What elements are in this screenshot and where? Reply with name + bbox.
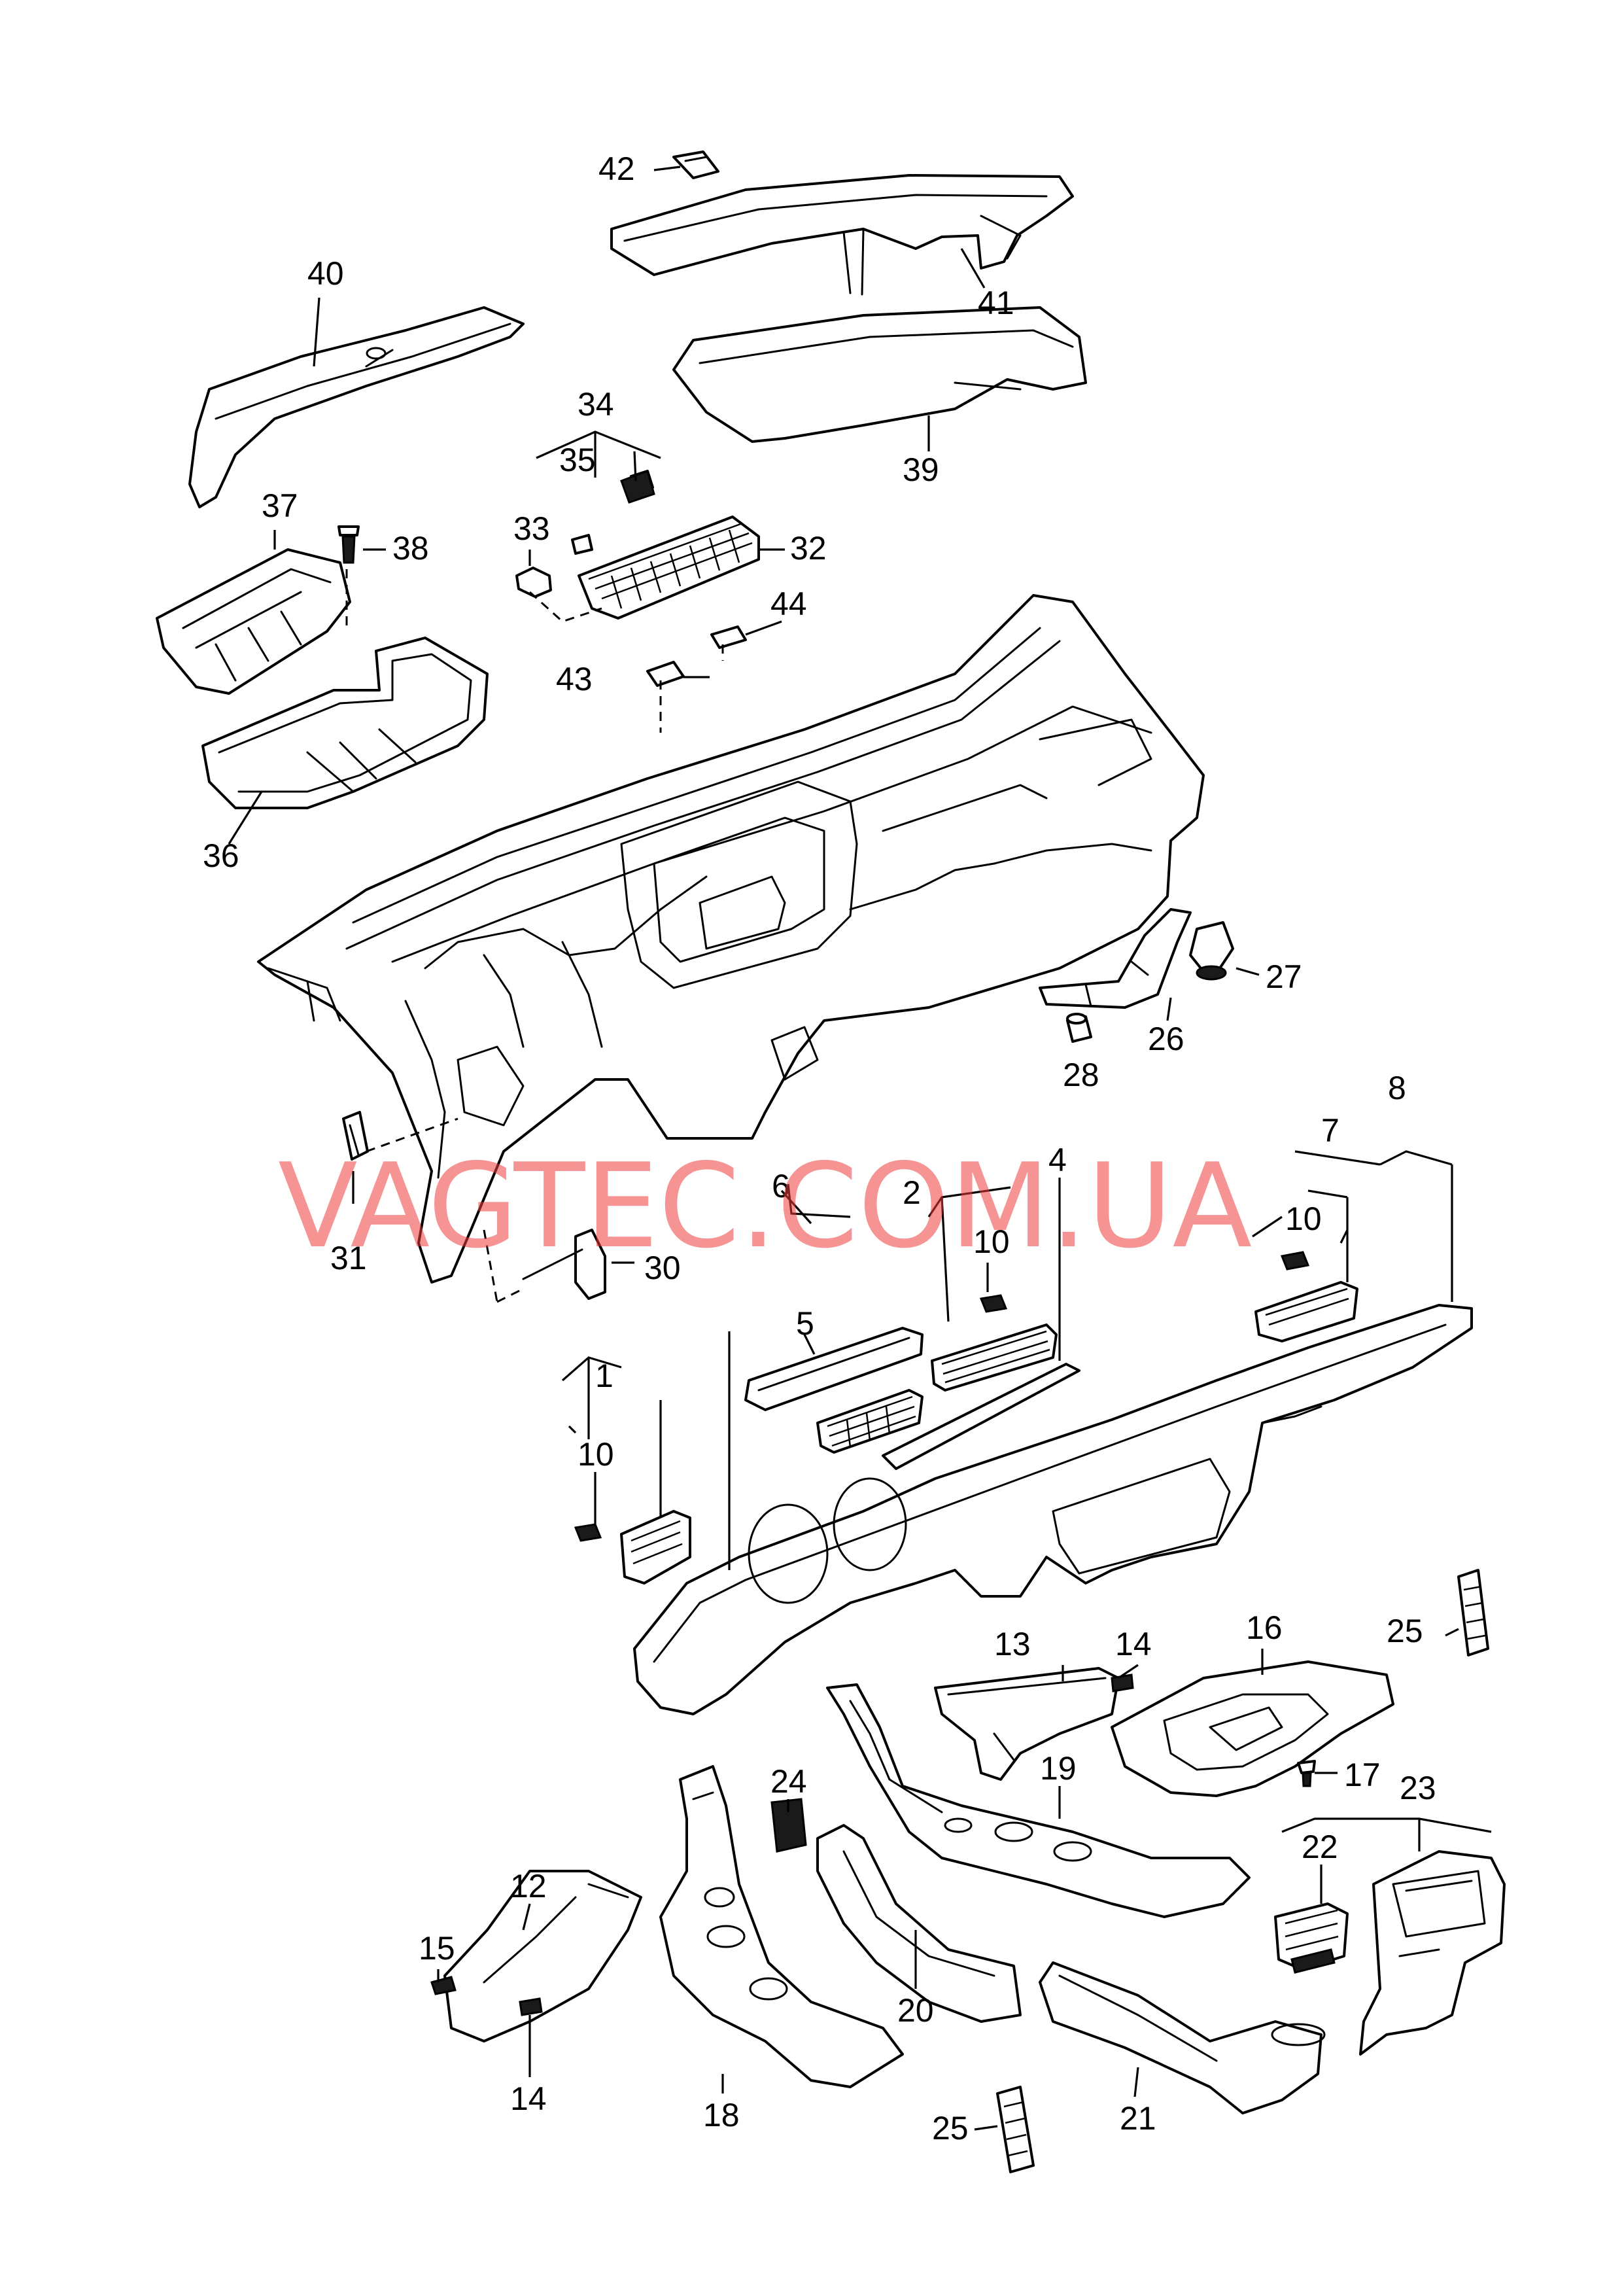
callout-44: 44 xyxy=(770,586,807,622)
part-7-vent xyxy=(1254,1281,1358,1342)
callout-42: 42 xyxy=(598,150,635,187)
part-22-vent xyxy=(1274,1902,1349,1974)
watermark-text: VAGTEC.COM.UA xyxy=(278,1138,1252,1274)
dashed-assembly-lines xyxy=(345,569,724,1303)
callout-36: 36 xyxy=(203,837,239,874)
callout-30: 30 xyxy=(644,1250,681,1286)
callout-4: 4 xyxy=(1048,1142,1067,1178)
callout-labels: 42 41 40 39 34 35 37 38 33 32 44 43 36 2… xyxy=(203,150,1436,2146)
part-42-clip xyxy=(672,150,719,179)
part-2-vent xyxy=(931,1323,1058,1392)
part-28-cap xyxy=(1066,1013,1092,1043)
callout-2: 2 xyxy=(903,1174,921,1211)
callout-1: 1 xyxy=(595,1358,613,1394)
callout-25-lower: 25 xyxy=(932,2110,969,2146)
part-39-cover xyxy=(672,306,1087,443)
callout-33: 33 xyxy=(513,510,550,547)
part-37-vent-housing xyxy=(156,548,351,695)
callout-35: 35 xyxy=(559,442,596,478)
callout-7: 7 xyxy=(1321,1112,1339,1149)
callout-28: 28 xyxy=(1063,1057,1099,1093)
callout-25-upper: 25 xyxy=(1387,1613,1423,1649)
callout-10-right: 10 xyxy=(1285,1200,1322,1237)
callout-14-lower: 14 xyxy=(510,2080,547,2117)
part-8-dash-trim xyxy=(633,1304,1473,1715)
callout-21: 21 xyxy=(1120,2100,1156,2137)
part-34-clip xyxy=(620,470,655,504)
part-44-clip xyxy=(710,625,747,649)
callout-31: 31 xyxy=(330,1240,367,1276)
callout-12: 12 xyxy=(510,1868,547,1904)
callout-18: 18 xyxy=(703,2097,740,2133)
leader-lines xyxy=(228,166,1492,2131)
part-33-nut xyxy=(515,567,552,598)
callout-24: 24 xyxy=(770,1763,807,1800)
callout-6: 6 xyxy=(772,1168,790,1204)
callout-32: 32 xyxy=(790,530,827,567)
callout-41: 41 xyxy=(978,285,1014,321)
callout-34: 34 xyxy=(578,386,614,423)
part-4-trim xyxy=(882,1363,1080,1470)
callout-10-left: 10 xyxy=(578,1436,614,1473)
dashboard-carrier xyxy=(257,594,1205,1284)
part-21-duct xyxy=(1039,1961,1326,2114)
part-20-duct xyxy=(816,1824,1022,2023)
part-1-vent xyxy=(620,1510,691,1585)
callout-10-mid: 10 xyxy=(973,1223,1010,1260)
part-10-clip-mid xyxy=(979,1294,1008,1313)
part-30-switch xyxy=(522,1229,606,1300)
part-14-screw-upper xyxy=(1111,1673,1134,1692)
part-18-duct xyxy=(659,1765,904,2088)
part-23-rear-console-trim xyxy=(1359,1850,1506,2056)
part-25-vent-upper xyxy=(1457,1569,1489,1656)
callout-16: 16 xyxy=(1246,1609,1283,1646)
part-5-trim-strip xyxy=(744,1327,924,1411)
callout-8: 8 xyxy=(1388,1070,1406,1106)
callout-5: 5 xyxy=(796,1305,814,1342)
callout-20: 20 xyxy=(897,1992,934,2029)
callout-13: 13 xyxy=(994,1626,1031,1662)
callout-23: 23 xyxy=(1400,1770,1436,1806)
part-26-hose xyxy=(1039,908,1192,1009)
part-25-vent-lower xyxy=(996,2086,1035,2173)
part-10-clip-left xyxy=(574,1523,602,1542)
callout-27: 27 xyxy=(1266,958,1302,995)
part-32-vent xyxy=(578,516,760,620)
callout-38: 38 xyxy=(392,530,429,567)
part-38-screw xyxy=(337,525,360,564)
part-10-clip-right xyxy=(1280,1251,1310,1270)
part-17-screw xyxy=(1297,1760,1316,1787)
callout-17: 17 xyxy=(1344,1757,1381,1793)
part-14-screw-lower xyxy=(519,1997,543,2016)
callout-43: 43 xyxy=(556,661,593,697)
callout-37: 37 xyxy=(262,487,298,524)
part-15-clip xyxy=(430,1976,457,1995)
part-27-connector xyxy=(1189,921,1234,981)
part-24-grille xyxy=(770,1798,807,1853)
part-40-cover xyxy=(188,306,525,508)
callout-14-upper: 14 xyxy=(1115,1626,1152,1662)
callout-39: 39 xyxy=(903,451,939,488)
part-12-duct xyxy=(443,1870,642,2042)
part-19-duct xyxy=(826,1683,1251,1918)
part-41-trim xyxy=(610,174,1074,296)
part-13-bracket xyxy=(934,1667,1120,1781)
part-36-vent-surround xyxy=(201,637,489,809)
callout-26: 26 xyxy=(1148,1021,1184,1057)
callout-15: 15 xyxy=(419,1930,455,1967)
callout-19: 19 xyxy=(1040,1750,1077,1787)
part-6-vent xyxy=(816,1389,924,1454)
callout-40: 40 xyxy=(307,255,344,292)
part-43-clip xyxy=(646,661,685,687)
part-16-console xyxy=(1111,1660,1394,1797)
callout-22: 22 xyxy=(1302,1829,1338,1865)
